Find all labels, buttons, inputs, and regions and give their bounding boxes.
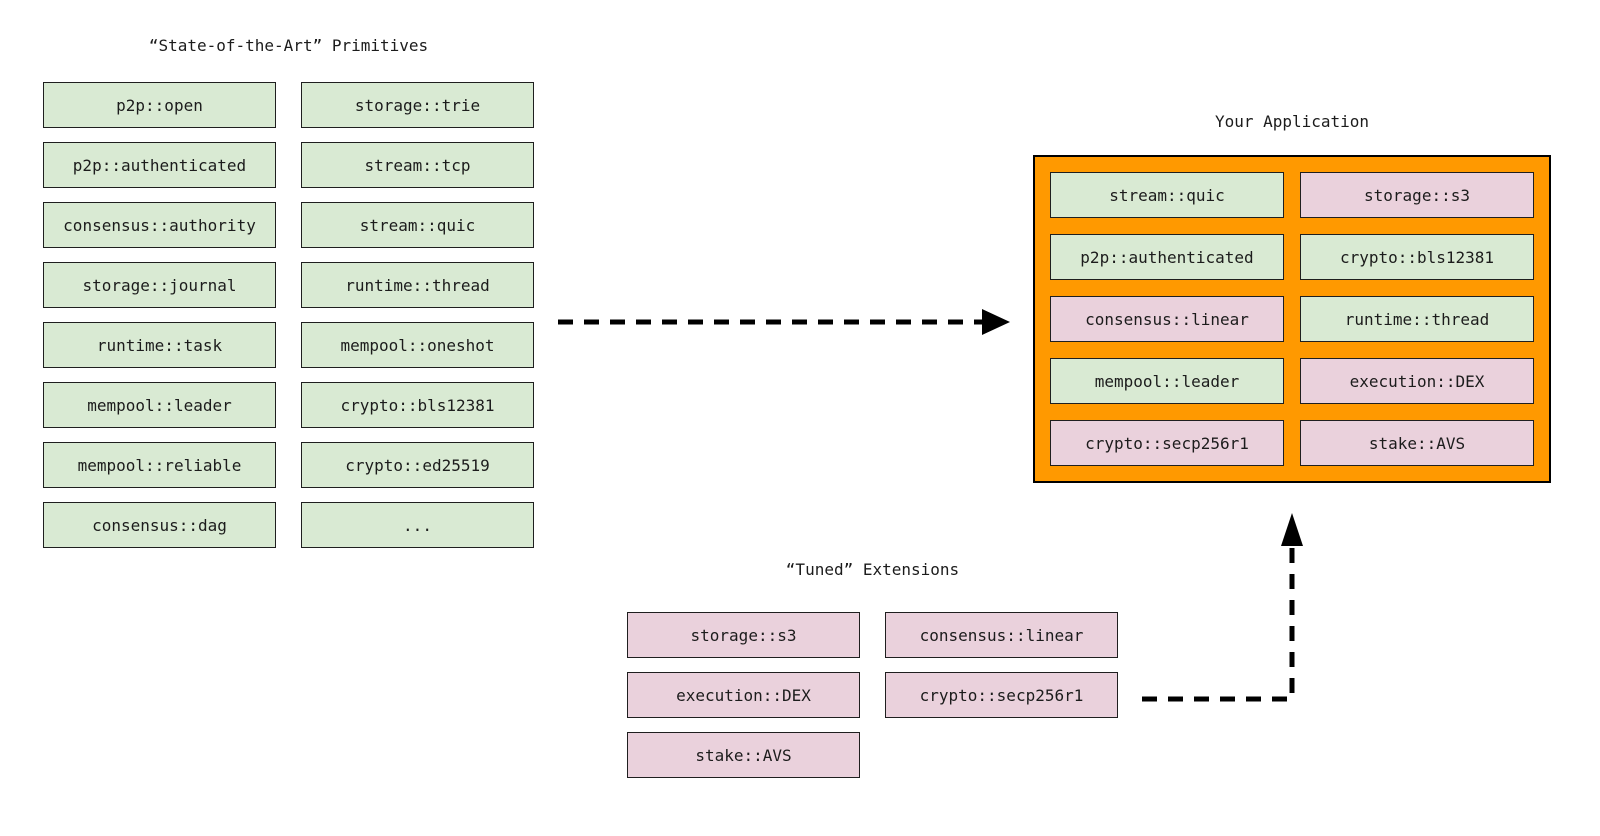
arrow-primitives-to-application (558, 309, 1010, 335)
primitive-box: mempool::leader (43, 382, 276, 428)
extension-box: storage::s3 (627, 612, 860, 658)
primitive-box: mempool::oneshot (301, 322, 534, 368)
primitive-box: crypto::bls12381 (301, 382, 534, 428)
primitive-box: storage::trie (301, 82, 534, 128)
arrowhead-up-icon (1281, 513, 1303, 546)
application-section-title: Your Application (1214, 112, 1370, 131)
primitive-box ellipsis-box: ... (301, 502, 534, 548)
primitive-box: consensus::authority (43, 202, 276, 248)
app-module-box: storage::s3 (1300, 172, 1534, 218)
arrowhead-right-icon (982, 309, 1010, 335)
primitive-box: runtime::thread (301, 262, 534, 308)
extensions-section-title: “Tuned” Extensions (785, 560, 960, 579)
app-module-box: runtime::thread (1300, 296, 1534, 342)
primitive-box: storage::journal (43, 262, 276, 308)
primitive-box: crypto::ed25519 (301, 442, 534, 488)
extension-box: consensus::linear (885, 612, 1118, 658)
arrow-extensions-to-application (1142, 513, 1303, 702)
app-module-box: consensus::linear (1050, 296, 1284, 342)
primitives-grid: p2p::open p2p::authenticated consensus::… (43, 82, 534, 548)
app-module-box: crypto::bls12381 (1300, 234, 1534, 280)
primitives-section-title: “State-of-the-Art” Primitives (148, 36, 429, 55)
app-module-box: p2p::authenticated (1050, 234, 1284, 280)
app-module-box: stake::AVS (1300, 420, 1534, 466)
app-module-box: crypto::secp256r1 (1050, 420, 1284, 466)
primitive-box: mempool::reliable (43, 442, 276, 488)
extension-box: stake::AVS (627, 732, 860, 778)
app-module-box: execution::DEX (1300, 358, 1534, 404)
primitive-box: stream::quic (301, 202, 534, 248)
primitive-box: p2p::open (43, 82, 276, 128)
extension-box: execution::DEX (627, 672, 860, 718)
app-module-box: stream::quic (1050, 172, 1284, 218)
primitive-box: p2p::authenticated (43, 142, 276, 188)
app-module-box: mempool::leader (1050, 358, 1284, 404)
primitive-box: runtime::task (43, 322, 276, 368)
primitive-box: stream::tcp (301, 142, 534, 188)
extension-box: crypto::secp256r1 (885, 672, 1118, 718)
arrow-shaft (1142, 548, 1295, 702)
application-grid: stream::quic storage::s3 p2p::authentica… (1050, 172, 1534, 466)
extensions-grid: storage::s3 execution::DEX stake::AVS co… (627, 612, 1118, 778)
primitive-box: consensus::dag (43, 502, 276, 548)
application-container: stream::quic storage::s3 p2p::authentica… (1033, 155, 1551, 483)
